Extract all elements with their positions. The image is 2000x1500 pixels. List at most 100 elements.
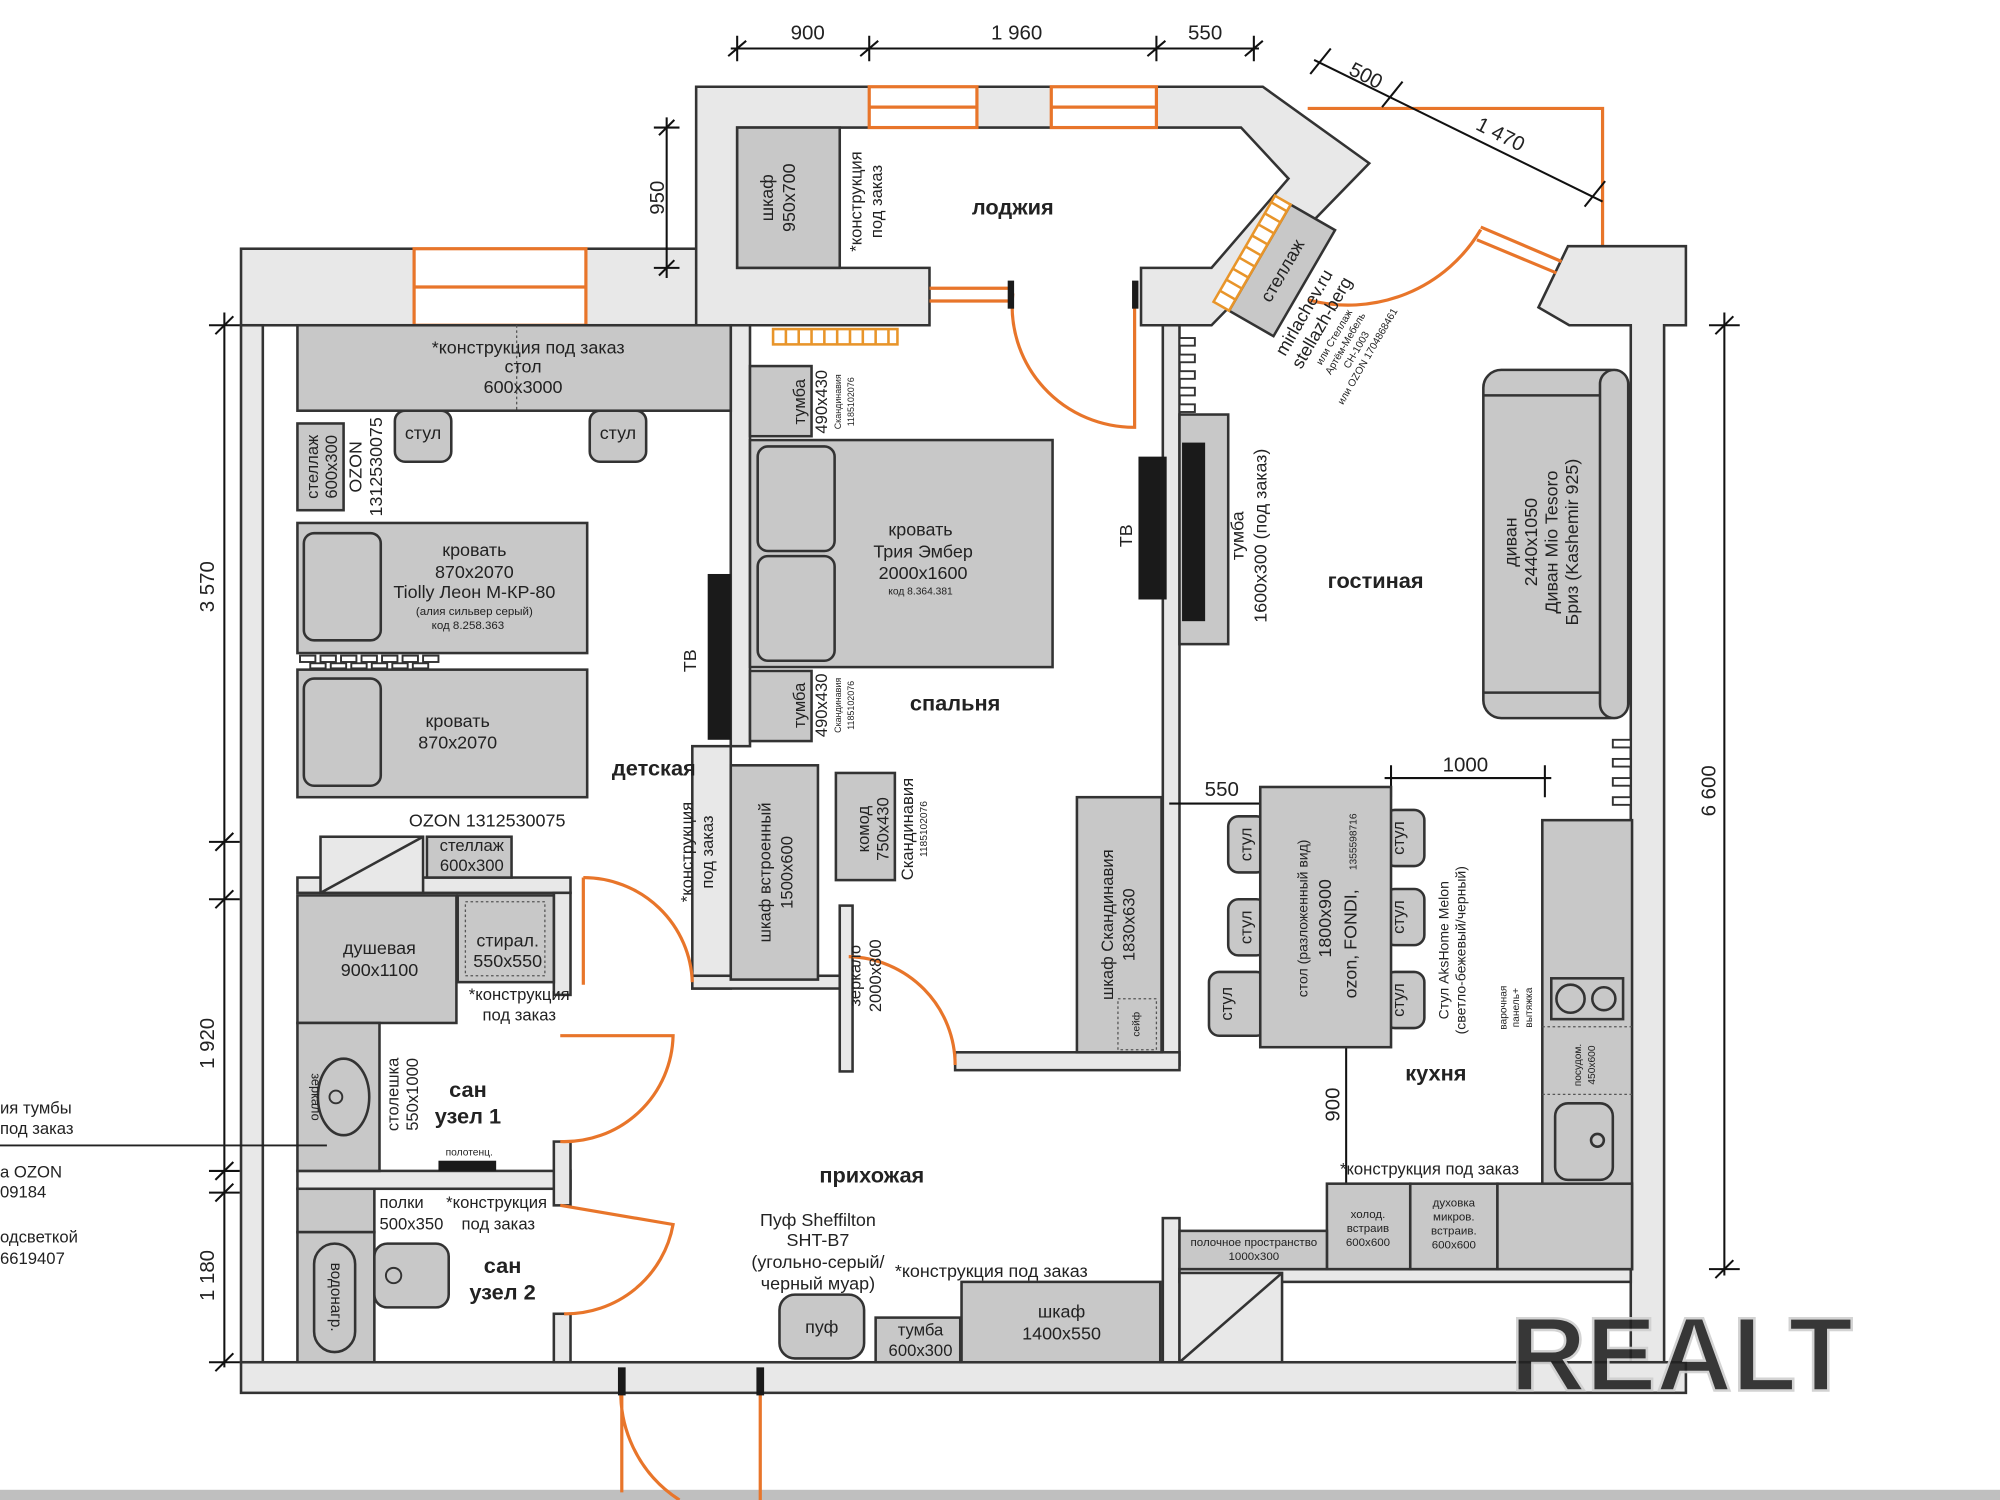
label-furniture-left-notes-4: одсветкой	[0, 1227, 78, 1246]
room-label-loggia: лоджия	[972, 194, 1054, 219]
watermark-logo: REALT	[1510, 1297, 1853, 1414]
label-furniture-oven-2: встраив.	[1431, 1226, 1477, 1238]
label-furniture-custom-note-0: *конструкция	[469, 985, 570, 1004]
label-furniture-dining-table-3: 1355598716	[1348, 813, 1359, 870]
label-furniture-bed-main-1: Трия Эмбер	[873, 541, 973, 561]
label-furniture-pouf-desc-2: (угольно-серый/	[751, 1252, 884, 1272]
label-furniture-custom-note-1: под заказ	[482, 1005, 556, 1024]
door-bath-2	[559, 1203, 675, 1316]
label-furniture-builtin-wardrobe-0: шкаф встроенный	[755, 802, 774, 942]
kids-room: *конструкция под заказ стол 600x3000 сту…	[296, 323, 733, 879]
window-bay	[1307, 106, 1605, 247]
tv-bedroom	[707, 573, 731, 740]
towel-rail	[438, 1160, 497, 1171]
label-furniture-bed-main-0: кровать	[888, 520, 952, 540]
doors	[559, 225, 1563, 1500]
label-rooms-bath1-l1: сан	[449, 1077, 487, 1102]
wardrobe-scandinavia	[1075, 795, 1163, 1054]
label-furniture-chair: стул	[1236, 828, 1255, 862]
hob	[1550, 977, 1625, 1021]
label-furniture-builtin-wardrobe-1: 1500x600	[777, 836, 796, 909]
label-furniture-nightstand-src-1: 1185102076	[846, 377, 856, 426]
hall: прихожая Пуф Sheffilton SHT-B7 (угольно-…	[751, 1162, 1162, 1364]
chair	[588, 409, 648, 464]
dining-table	[1258, 785, 1393, 1049]
label-furniture-nightstand-src-0: Скандинавия	[833, 678, 843, 733]
label-furniture-nightstand-src-1: 1185102076	[846, 681, 856, 730]
door-bedroom	[848, 955, 957, 1066]
label-furniture-dining-chairs-0: Стул AksHome Melon	[1436, 881, 1452, 1019]
label-furniture-chair: стул	[1217, 987, 1236, 1021]
label-furniture-chair: стул	[1389, 983, 1408, 1017]
label-furniture-bed2-0: кровать	[426, 711, 490, 731]
label-furniture-loggia-custom-1: под заказ	[867, 165, 886, 238]
dim-1000: 1000	[1443, 754, 1489, 777]
label-furniture-custom-note2-0: *конструкция	[446, 1193, 547, 1212]
washing-machine	[456, 894, 556, 984]
label-furniture-shelves-0: полки	[379, 1193, 423, 1212]
label-furniture-mirror-1: 2000x800	[866, 939, 885, 1012]
wall-kids-bedroom	[729, 323, 752, 748]
label-furniture-shelf2-1: 600x300	[440, 856, 504, 875]
label-furniture-hall-wardrobe-1: 1400x550	[1022, 1323, 1101, 1343]
hall-stand	[874, 1316, 962, 1364]
label-furniture-wardrobe-scand-0: шкаф Скандинавия	[1098, 849, 1117, 1000]
wall-bath-right-1	[552, 891, 572, 997]
label-furniture-dishwasher-1: 450x600	[1587, 1045, 1598, 1084]
label-furniture-kids-desk-0: *конструкция под заказ	[432, 337, 625, 357]
label-furniture-sofa-2: Диван Mio Tesoro	[1542, 471, 1562, 614]
label-furniture-countertop-1: 550x1000	[403, 1058, 422, 1131]
door-entrance	[619, 1377, 762, 1500]
sink	[1553, 1102, 1615, 1182]
dim-1960: 1 960	[991, 22, 1042, 45]
label-furniture-kids-shelf-ozon-1: 1312530075	[366, 417, 386, 516]
label-furniture-bed-main-3: код 8.364.381	[888, 586, 953, 597]
bathrooms: душевая 900x1100 стирал. 550x550 *констр…	[0, 894, 570, 1364]
label-furniture-loggia-custom-0: *конструкция	[847, 151, 866, 251]
label-furniture-washer-1: 550x550	[473, 951, 542, 971]
wall-loggia	[694, 85, 1372, 327]
label-furniture-bed-main-2: 2000x1600	[879, 563, 968, 583]
kids-shelf	[296, 422, 345, 512]
label-furniture-left-notes-0: ия тумбы	[0, 1099, 72, 1118]
label-furniture-kids-shelf-ozon-0: OZON	[345, 441, 365, 493]
kids-desk	[296, 323, 733, 412]
dim-1470: 1 470	[1472, 113, 1528, 157]
label-furniture-sofa-1: 2440x1050	[1521, 498, 1541, 586]
label-furniture-hob-2: вытяжка	[1524, 987, 1535, 1027]
label-furniture-kids-desk-2: 600x3000	[484, 377, 563, 397]
label-furniture-sofa-0: диван	[1501, 517, 1521, 566]
label-furniture-nightstand-0: тумба	[790, 682, 809, 728]
kitchen: стул стул стул стул стул стул стол (разл…	[1178, 785, 1634, 1271]
label-furniture-chair: стул	[1389, 900, 1408, 934]
label-furniture-dresser-0: комод	[854, 806, 873, 853]
chair	[393, 409, 453, 464]
shelf-space	[1178, 1229, 1329, 1271]
tv-living	[1138, 456, 1167, 600]
label-furniture-countertop-0: столешка	[384, 1057, 403, 1131]
wall-bedroom-bottom	[953, 1051, 1181, 1072]
label-furniture-washer-0: стирал.	[476, 930, 539, 950]
room-label-kids: детская	[612, 756, 696, 781]
builtin-wardrobe	[729, 764, 820, 981]
label-rooms-bath1-l2: узел 1	[435, 1104, 501, 1129]
bedroom: тумба 490x430 Скандинавия 1185102076 кро…	[677, 364, 1163, 1054]
door-bath-1	[560, 1034, 675, 1144]
wall-left	[239, 323, 265, 1364]
label-furniture-tv-stand-1: 1600x300 (под заказ)	[1251, 449, 1271, 623]
door-kids	[581, 875, 694, 985]
label-furniture-chair: стул	[1236, 910, 1255, 944]
label-furniture-left-notes-2: а OZON	[0, 1162, 62, 1181]
label-furniture-custom-note2-1: под заказ	[462, 1215, 536, 1234]
label-furniture-bed2-1: 870x2070	[418, 733, 497, 753]
label-furniture-tv-stand-0: тумба	[1228, 511, 1248, 560]
label-furniture-dining-table-2: ozon, FONDI,	[1340, 889, 1360, 998]
label-furniture-mirror-small: зеркало	[309, 1073, 324, 1120]
label-furniture-hob-1: панель+	[1511, 988, 1522, 1027]
label-rooms-bath2-l1: сан	[484, 1253, 522, 1278]
dim-900: 900	[791, 22, 825, 45]
label-furniture-water-heater: водонагр.	[327, 1263, 344, 1332]
label-rooms-bath2-l2: узел 2	[469, 1280, 535, 1305]
label-furniture-oven-0: духовка	[1433, 1198, 1476, 1210]
